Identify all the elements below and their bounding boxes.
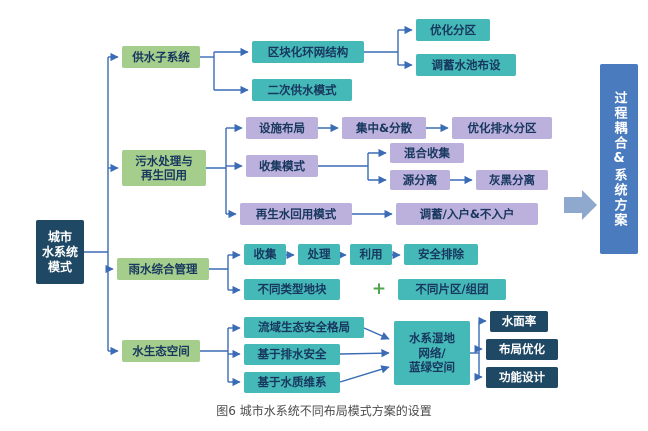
- node-storage-tank-layout: 调蓄水池布设: [416, 54, 516, 76]
- node-water-quality: 基于水质维系: [244, 372, 340, 393]
- node-water-ecological-space: 水生态空间: [122, 340, 200, 362]
- node-mixed-collection: 混合收集: [390, 143, 464, 163]
- tree-connectors: [84, 25, 487, 387]
- node-safe-discharge: 安全排除: [404, 244, 478, 265]
- node-collection-mode: 收集模式: [246, 155, 318, 177]
- node-grey-black-separation: 灰黑分离: [476, 170, 548, 190]
- node-reclaimed-water-mode: 再生水回用模式: [240, 203, 352, 225]
- node-process-coupling-system-scheme: 过程耦合&系统方案: [600, 64, 638, 254]
- node-centralized-decentralized: 集中&分散: [342, 117, 426, 139]
- node-stormwater-management: 雨水综合管理: [117, 258, 209, 280]
- node-district-clusters: 不同片区/组团: [398, 279, 506, 300]
- node-optimized-drainage-zoning: 优化排水分区: [452, 117, 552, 139]
- node-use: 利用: [350, 244, 392, 265]
- node-drainage-safety: 基于排水安全: [244, 344, 340, 365]
- node-facility-layout: 设施布局: [246, 117, 318, 139]
- node-wetland-network: 水系湿地 网络/ 蓝绿空间: [394, 321, 470, 385]
- process-arrow-icon: [564, 190, 597, 220]
- node-plot-types: 不同类型地块: [244, 279, 340, 300]
- node-urban-water-system-mode: 城市 水系统 模式: [36, 220, 84, 284]
- node-secondary-supply-mode: 二次供水模式: [252, 79, 352, 101]
- node-ring-network-structure: 区块化环网结构: [252, 41, 364, 63]
- figure-caption: 图6 城市水系统不同布局模式方案的设置: [216, 404, 432, 418]
- node-treat: 处理: [298, 244, 340, 265]
- node-water-surface-ratio: 水面率: [490, 311, 548, 332]
- node-water-supply-subsystem: 供水子系统: [122, 46, 200, 68]
- node-wastewater-treatment-reuse: 污水处理与 再生回用: [122, 150, 206, 186]
- node-basin-ecology-pattern: 流域生态安全格局: [244, 317, 364, 338]
- node-collect: 收集: [244, 244, 286, 265]
- node-layout-optimization: 布局优化: [486, 339, 558, 360]
- node-storage-household: 调蓄/入户&不入户: [396, 203, 538, 225]
- node-optimized-zoning: 优化分区: [416, 19, 490, 41]
- node-source-separation: 源分离: [390, 170, 450, 190]
- plus-sign: +: [371, 279, 387, 299]
- node-function-design: 功能设计: [486, 367, 558, 388]
